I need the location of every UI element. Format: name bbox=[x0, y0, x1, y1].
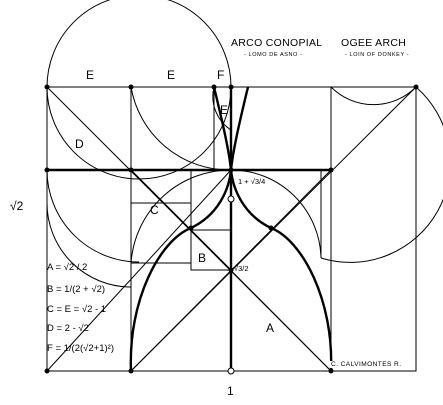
small-square-mid bbox=[190, 169, 232, 231]
point-label-upper: 1 + √3/4 bbox=[238, 177, 266, 186]
label-a: A bbox=[266, 321, 275, 335]
subtitle-spanish: - LOMO DE ASNO - bbox=[244, 52, 303, 58]
side-label-sqrt2: √2 bbox=[10, 199, 24, 213]
title-spanish: ARCO CONOPIAL bbox=[231, 37, 323, 49]
ogee-curve-right bbox=[229, 169, 333, 372]
author-credit: C. CALVIMONTES R. bbox=[330, 361, 403, 368]
label-c: C bbox=[150, 203, 159, 217]
formula-c-e: C = E = √2 - 1 bbox=[47, 304, 107, 315]
point-label-lower: √3/2 bbox=[234, 264, 249, 273]
label-f-top: F bbox=[217, 68, 225, 82]
formula-b: B = 1/(2 + √2) bbox=[47, 284, 106, 295]
title-english: OGEE ARCH bbox=[341, 37, 407, 49]
top-circle bbox=[46, 0, 232, 88]
bottom-label-one: 1 bbox=[227, 384, 234, 398]
ogee-curve-left bbox=[129, 169, 233, 372]
label-e-vertical: E bbox=[220, 103, 229, 117]
formula-f: F = 1/(2(√2+1)²) bbox=[47, 343, 114, 354]
formula-a: A = √2 / 2 bbox=[47, 262, 88, 273]
label-e-mid: E bbox=[167, 68, 176, 82]
label-e-left: E bbox=[86, 68, 95, 82]
formula-d: D = 2 - √2 bbox=[47, 323, 89, 334]
subtitle-english: - LOIN OF DONKEY - bbox=[345, 52, 410, 58]
label-d: D bbox=[75, 137, 84, 151]
label-b: B bbox=[198, 251, 207, 265]
